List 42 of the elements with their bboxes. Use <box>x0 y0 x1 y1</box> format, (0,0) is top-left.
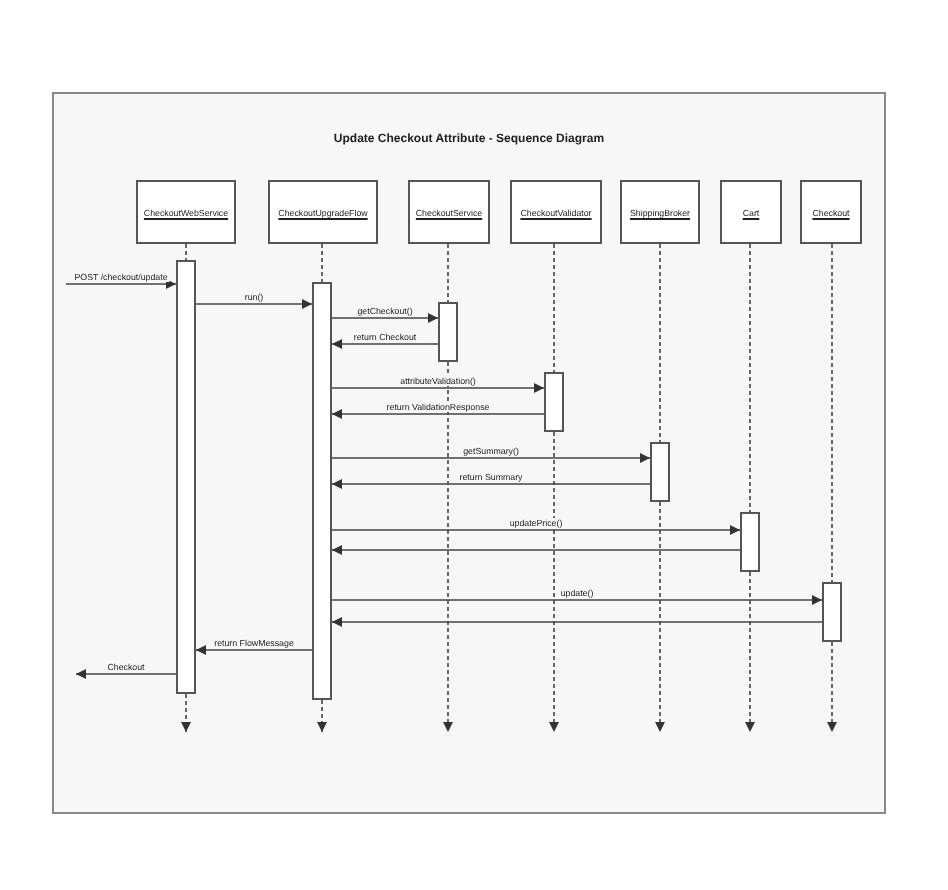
lifeline-end-arrow <box>317 699 327 733</box>
message-arrow <box>331 409 545 419</box>
lifeline <box>447 243 449 303</box>
lifeline-header-box <box>408 180 490 244</box>
message-arrow <box>331 595 823 605</box>
lifeline <box>185 243 187 261</box>
message-arrow <box>65 279 177 289</box>
activation-bar <box>312 282 332 700</box>
lifeline <box>749 243 751 513</box>
lifeline <box>553 243 555 373</box>
message-arrow <box>331 383 545 393</box>
message-arrow <box>331 617 823 627</box>
activation-bar <box>740 512 760 572</box>
message-arrow <box>331 479 651 489</box>
activation-bar <box>544 372 564 432</box>
message-arrow <box>331 313 439 323</box>
lifeline-end-arrow <box>181 693 191 733</box>
lifeline-header-box <box>620 180 700 244</box>
activation-bar <box>176 260 196 694</box>
lifeline-header-box <box>510 180 602 244</box>
lifeline-header-box <box>720 180 782 244</box>
message-arrow <box>331 339 439 349</box>
message-arrow <box>331 453 651 463</box>
lifeline <box>659 243 661 443</box>
activation-bar <box>822 582 842 642</box>
lifeline-end-arrow <box>443 361 453 733</box>
message-arrow <box>195 645 313 655</box>
lifeline-end-arrow <box>745 571 755 733</box>
message-arrow <box>331 525 741 535</box>
lifeline-end-arrow <box>827 641 837 733</box>
message-arrow <box>331 545 741 555</box>
lifeline-header-box <box>800 180 862 244</box>
message-arrow <box>75 669 177 679</box>
lifeline <box>831 243 833 583</box>
activation-bar <box>650 442 670 502</box>
lifeline-end-arrow <box>549 431 559 733</box>
lifeline-header-box <box>268 180 378 244</box>
lifeline-end-arrow <box>655 501 665 733</box>
activation-bar <box>438 302 458 362</box>
message-arrow <box>195 299 313 309</box>
lifeline-header-box <box>136 180 236 244</box>
lifeline <box>321 243 323 283</box>
